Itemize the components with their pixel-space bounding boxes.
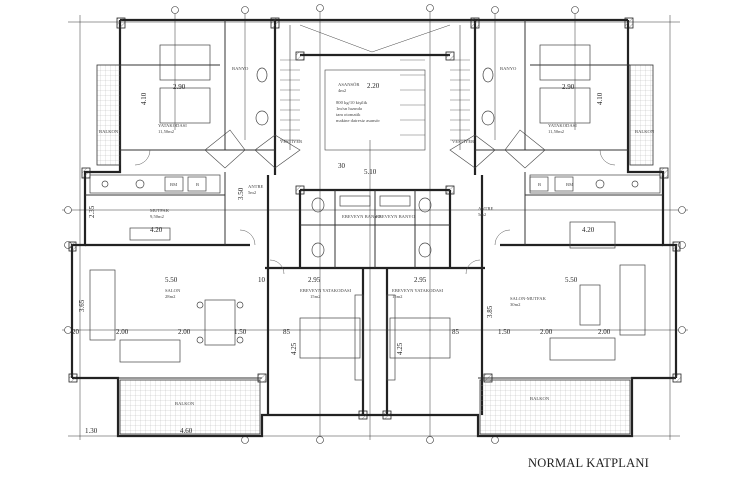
dim-height-235: 2.35 [88, 205, 96, 218]
room-asansor-area: 4m2 [338, 88, 347, 93]
dim-bottom-200d: 2.00 [598, 328, 611, 336]
dim-shaft: 2.20 [367, 82, 380, 90]
dim-mutfak-w: 4.20 [150, 226, 163, 234]
axis-markers [64, 4, 686, 444]
room-salon-mutfak: SALON-MUTFAK [510, 296, 547, 301]
dim-bottom-150r: 1.50 [498, 328, 511, 336]
dim-bottom-200a: 2.00 [116, 328, 129, 336]
room-ebv-banyo-left: EBEVEYN BANYO [342, 214, 382, 219]
room-mutfak: MUTFAK [150, 208, 170, 213]
room-yatak-left: YATAKODASI [158, 123, 187, 128]
dim-bottom-200b: 2.00 [178, 328, 191, 336]
room-ebv-yatak-left: EBEVEYN YATAKODASI [300, 288, 352, 293]
dim-mid-85a: 85 [283, 328, 291, 336]
asansor-note-2: 1m/sn hızında [336, 106, 362, 111]
room-salon: SALON [165, 288, 181, 293]
room-asansor: ASANSÖR [338, 82, 360, 87]
room-antre-left: ANTRE [248, 184, 264, 189]
room-antre-right: ANTRE [478, 206, 494, 211]
dim-stair-width: 5.10 [364, 168, 377, 176]
dim-mid-85b: 85 [452, 328, 460, 336]
dim-balkon-460: 4.60 [180, 427, 193, 435]
room-balkon-left-top: BALKON [99, 129, 119, 134]
room-yatak-left-area: 11,50m2 [158, 129, 175, 135]
dim-salon-right: 5.50 [565, 276, 578, 284]
dim-salon-mutfak-w: 4.20 [582, 226, 595, 234]
dim-bottom-200c: 2.00 [540, 328, 553, 336]
interior-walls [85, 20, 663, 379]
dim-height-425a: 4.25 [290, 342, 298, 355]
room-ebv-yatak-right-area: 15m2 [392, 294, 403, 299]
asansor-note-4: makine dairesiz asansör [336, 118, 380, 123]
dim-tick-10: 10 [258, 276, 266, 284]
dim-ebv-left: 2.95 [308, 276, 321, 284]
room-yatak-right: YATAKODASI [548, 123, 577, 128]
dim-height-350: 3.50 [237, 187, 245, 200]
room-antre-right-area: 5m2 [478, 212, 487, 217]
dim-height-385: 3.85 [486, 305, 494, 318]
dim-top-left-room: 2.90 [173, 83, 186, 91]
room-salon-mutfak-area: 30m2 [510, 302, 521, 307]
appliance-vestiyer-left: VESTİYER [280, 139, 303, 144]
dim-bottom-150: 1.50 [234, 328, 247, 336]
asansor-note-1: 800 kg/10 kişilik [336, 100, 368, 105]
dim-balkon-130: 1.30 [85, 427, 98, 435]
room-ebv-yatak-right: EBEVEYN YATAKODASI [392, 288, 444, 293]
room-yatak-right-area: 11,50m2 [548, 129, 565, 135]
room-mutfak-area: 9,50m2 [150, 214, 165, 220]
room-banyo-left: BANYO [232, 66, 249, 71]
dim-right-height: 4.10 [596, 92, 604, 105]
room-balkon-right-bottom: BALKON [530, 396, 550, 401]
dim-tick-20: 20 [72, 328, 80, 336]
room-balkon-left-bottom: BALKON [175, 401, 195, 406]
appliance-bm-left: BM [170, 182, 177, 187]
dim-height-425b: 4.25 [396, 342, 404, 355]
dim-salon-left: 5.50 [165, 276, 178, 284]
appliance-b-right: B [538, 182, 541, 187]
room-antre-left-area: 5m2 [248, 190, 257, 195]
room-banyo-right: BANYO [500, 66, 517, 71]
room-labels: YATAKODASI 11,50m2 YATAKODASI 11,50m2 BA… [99, 66, 655, 406]
dim-ebv-right: 2.95 [414, 276, 427, 284]
room-ebv-yatak-left-area: 15m2 [310, 294, 321, 299]
dim-tick-30: 30 [338, 162, 346, 170]
appliance-bm-right: BM [566, 182, 573, 187]
room-salon-area: 28m2 [165, 294, 176, 299]
dim-height-365: 3.65 [78, 299, 86, 312]
stair-core [204, 24, 546, 169]
room-ebv-banyo-right: EBEVEYN BANYO [376, 214, 416, 219]
dim-left-height: 4.10 [140, 92, 148, 105]
asansor-note-3: tam otomatik [336, 112, 361, 117]
appliance-b-left: B [196, 182, 199, 187]
appliance-vestiyer-right: VESTİYER [452, 139, 475, 144]
balconies [96, 64, 654, 435]
furniture [89, 44, 661, 381]
room-balkon-right-top: BALKON [635, 129, 655, 134]
plan-title: NORMAL KATPLANI [528, 456, 649, 470]
dimension-labels: 2.90 2.90 4.10 4.10 2.20 5.10 4.20 4.20 … [72, 82, 611, 435]
dim-top-right-room: 2.90 [562, 83, 575, 91]
door-swings [134, 149, 616, 275]
columns [68, 17, 682, 420]
